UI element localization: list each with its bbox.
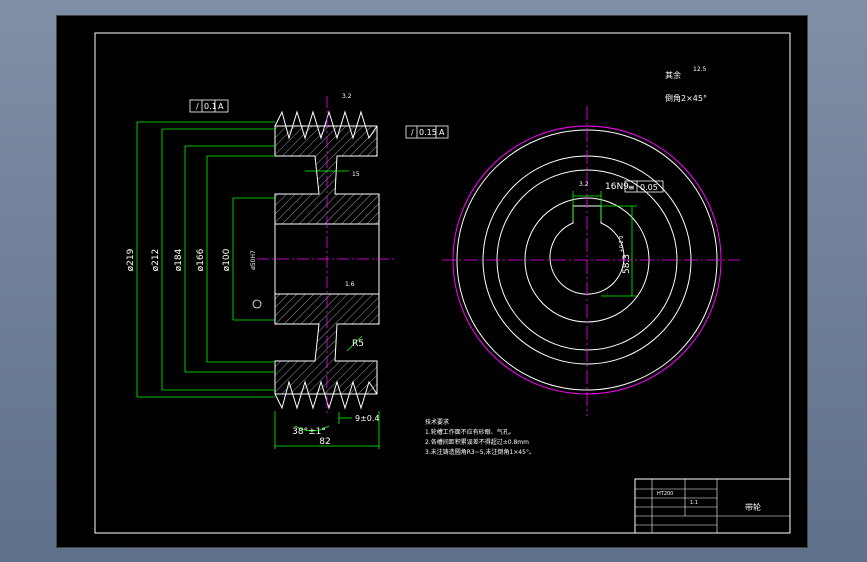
section-view: ø219 ø212 ø184 ø166 ø100 ø50H7 82 38°±1°… <box>126 93 449 449</box>
keyway-sym-frame: ≡ 0.05 <box>624 180 664 193</box>
drawing-canvas: ø219 ø212 ø184 ø166 ø100 ø50H7 82 38°±1°… <box>94 32 791 534</box>
svg-text:≡: ≡ <box>628 183 635 192</box>
drawing-frame <box>94 32 791 534</box>
dim-radius: R5 <box>352 339 364 349</box>
roughness-other: 12.5 <box>693 66 707 73</box>
title-scale: 1:1 <box>690 500 698 506</box>
cad-viewport[interactable]: ø219 ø212 ø184 ø166 ø100 ø50H7 82 38°±1°… <box>56 15 808 548</box>
dim-d166: ø166 <box>196 248 206 271</box>
dim-d100: ø100 <box>222 248 232 271</box>
roughness-bore: 1.6 <box>345 281 355 288</box>
chamfer-note: 倒角2×45° <box>665 93 707 103</box>
dim-d184: ø184 <box>174 248 184 271</box>
runout-right-value: 0.15 <box>419 128 437 137</box>
runout-top: / 0.1 A <box>189 99 229 113</box>
dim-bore: ø50H7 <box>250 250 257 270</box>
dim-angle: 38°±1° <box>292 427 326 437</box>
dim-groove-pitch: 15 <box>352 171 360 178</box>
dim-width: 82 <box>319 437 330 447</box>
dim-d212: ø212 <box>151 249 161 272</box>
rest-label: 其余 <box>665 70 681 80</box>
dim-d219: ø219 <box>126 248 136 271</box>
runout-top-value: 0.1 <box>204 102 217 111</box>
roughness-main: 3.2 <box>342 93 352 100</box>
dim-edge: 9±0.4 <box>355 414 380 423</box>
tech-3: 3.未注铸造圆角R3~5,未注倒角1×45°。 <box>425 448 535 456</box>
svg-text:/: / <box>411 128 414 137</box>
runout-right-datum: A <box>439 128 445 137</box>
title-material: HT200 <box>657 491 673 497</box>
runout-top-datum: A <box>218 102 224 111</box>
tech-title: 技术要求 <box>425 418 449 426</box>
tech-1: 1.轮槽工作面不应有砂眼、气孔。 <box>425 428 515 436</box>
front-view: 16N9 ≡ 0.05 58.3 +0.2 0 3.2 <box>442 106 740 416</box>
dim-key-width: 16N9 <box>605 182 629 192</box>
dim-key-tol: +0.2 0 <box>619 236 625 253</box>
runout-right: / 0.15 A <box>405 125 449 139</box>
svg-text:/: / <box>196 102 199 111</box>
tech-2: 2.各槽间距积累误差不得超过±0.8mm <box>425 438 529 446</box>
tech-requirements: 技术要求 1.轮槽工作面不应有砂眼、气孔。 2.各槽间距积累误差不得超过±0.8… <box>425 418 535 456</box>
roughness-key: 3.2 <box>579 181 589 188</box>
title-part-name: 带轮 <box>745 502 761 512</box>
keyway-sym-value: 0.05 <box>640 183 658 192</box>
title-block: HT200 1:1 带轮 <box>634 478 791 534</box>
dim-key-depth: 58.3 <box>622 254 632 274</box>
